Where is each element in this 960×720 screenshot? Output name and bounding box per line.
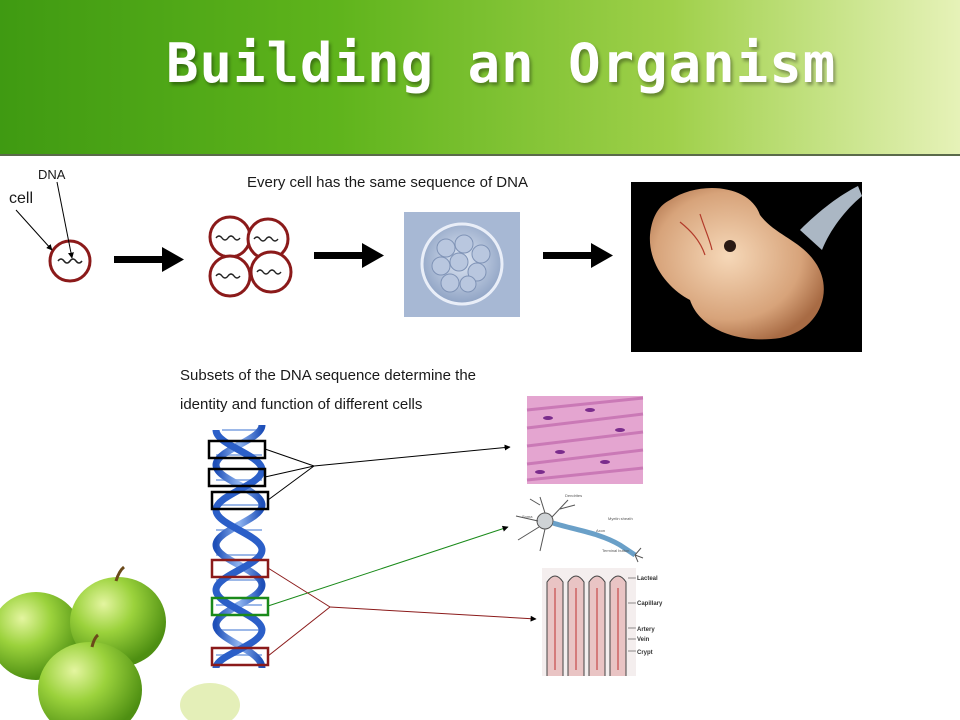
caption-same-dna: Every cell has the same sequence of DNA [247, 174, 528, 191]
dna-segment-box-6 [210, 646, 270, 667]
dna-segment-box-3 [210, 490, 270, 511]
caption-subsets-line1: Subsets of the DNA sequence determine th… [180, 367, 477, 384]
title-banner [0, 0, 960, 154]
intestine-villi-image [542, 568, 636, 676]
intestine-label-artery: Artery [637, 627, 655, 633]
intestine-label-vein: Vein [637, 637, 650, 643]
cell-label: cell [9, 190, 34, 207]
header-divider [0, 154, 960, 156]
caption-subsets-line2: identity and function of different cells [180, 396, 423, 413]
intestine-label-crypt: Crypt [637, 650, 653, 656]
green-apples-image [0, 565, 240, 720]
intestine-label-capillary: Capillary [637, 601, 663, 607]
neuron-label-dendrites: Dendrites [565, 493, 582, 498]
neuron-label-terminal: Terminal button [602, 548, 629, 553]
dna-double-helix [212, 423, 266, 670]
dna-segment-box-2 [207, 467, 267, 488]
intestine-label-lacteal: Lacteal [637, 576, 658, 582]
dna-label: DNA [38, 167, 66, 182]
single-cell [48, 239, 92, 283]
neuron-image: Dendrites Axon Myelin sheath Soma Termin… [515, 493, 644, 563]
neuron-label-axon: Axon [596, 528, 605, 533]
blastocyst-image [404, 212, 520, 317]
neuron-label-soma: Soma [522, 514, 533, 519]
neuron-label-myelin: Myelin sheath [608, 516, 633, 521]
dna-pointer [56, 181, 74, 259]
dna-segment-box-5 [210, 596, 270, 617]
muscle-tissue-image [526, 396, 644, 484]
process-arrow-3 [543, 243, 613, 268]
slide-title: Building an Organism [166, 32, 837, 95]
process-arrow-1 [114, 247, 184, 272]
muscle-connector [264, 444, 511, 501]
four-cell-cluster [208, 215, 293, 298]
intestine-connector [267, 567, 537, 657]
cell-pointer [15, 209, 53, 251]
process-arrow-2 [314, 243, 384, 268]
embryo-image [631, 182, 862, 352]
neuron-connector [267, 525, 509, 607]
